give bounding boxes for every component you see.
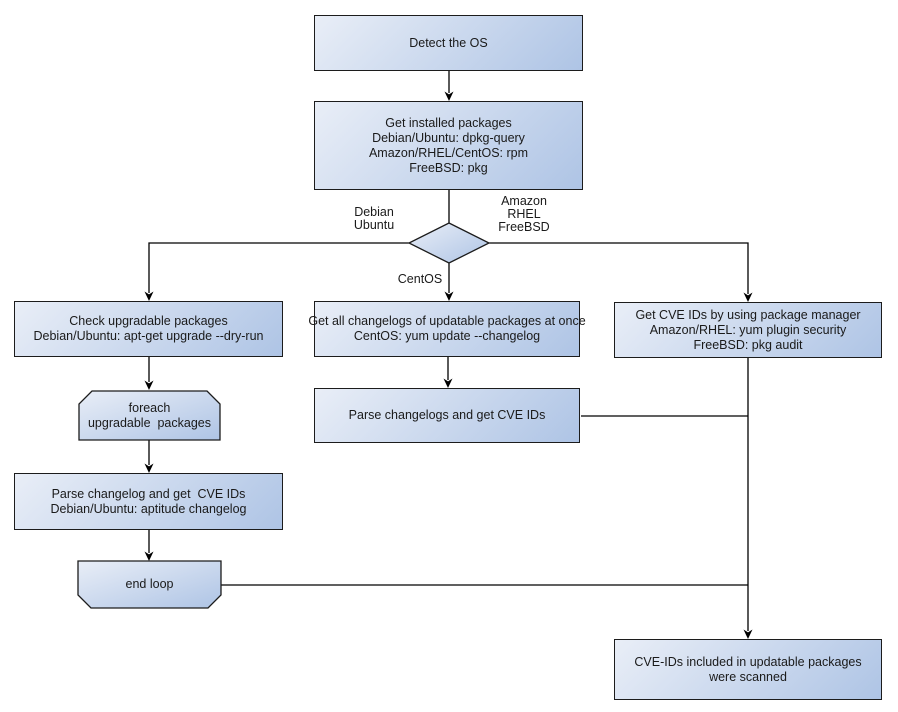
connector-decision-to-get-cve (489, 242, 749, 294)
edge-label-line: Amazon (501, 194, 547, 208)
end-loop-label: end loop (78, 561, 221, 608)
edge-label-line: FreeBSD (498, 220, 550, 234)
node-text-line: Debian/Ubuntu: aptitude changelog (50, 501, 247, 516)
node-text-line: Get installed packages (385, 115, 512, 130)
arrowhead-foreach-to-parse-left (144, 463, 154, 473)
foreach-loop-label: foreach upgradable packages (79, 391, 220, 440)
node-text-line: FreeBSD: pkg audit (693, 337, 803, 352)
connector-decision-to-check-upgradable (148, 242, 409, 293)
node-text-line: Amazon/RHEL/CentOS: rpm (368, 145, 529, 160)
node-text-line: Debian/Ubuntu: apt-get upgrade --dry-run (33, 329, 264, 343)
arrowhead-get-all-to-parse-mid (443, 378, 453, 388)
node-text-line: Get CVE IDs by using package manager (635, 307, 861, 322)
end-loop-shape (77, 560, 222, 609)
node-check-upgradable-packages: Check upgradable packages Debian/Ubuntu:… (14, 301, 283, 357)
arrowhead-check-to-foreach (144, 380, 154, 390)
node-text-line: Amazon/RHEL: yum plugin security (649, 322, 847, 337)
node-parse-changelogs-mid: Parse changelogs and get CVE IDs (314, 388, 580, 443)
node-get-cve-ids-pkg-manager: Get CVE IDs by using package manager Ama… (614, 302, 882, 358)
edge-label-centos: CentOS (397, 273, 443, 286)
arrowhead-decision-to-check-upgradable (144, 291, 154, 301)
arrowhead-detect-to-installed (444, 91, 454, 101)
edge-label-amazon-rhel-freebsd: Amazon RHEL FreeBSD (494, 195, 554, 234)
node-detect-os-text: Detect the OS (409, 35, 488, 50)
edge-label-line: RHEL (507, 207, 541, 221)
node-text-line: FreeBSD: pkg (409, 160, 488, 175)
node-get-installed-packages: Get installed packages Debian/Ubuntu: dp… (314, 101, 583, 190)
node-text-line: foreach (128, 400, 171, 415)
node-cve-ids-scanned: CVE-IDs included in updatable packages w… (614, 639, 882, 700)
edge-label-debian-ubuntu: Debian Ubuntu (344, 206, 404, 232)
node-get-all-changelogs: Get all changelogs of updatable packages… (308, 301, 586, 357)
node-parse-changelog-left: Parse changelog and get CVE IDs Debian/U… (14, 473, 283, 530)
arrowhead-decision-to-get-all-changelogs (444, 291, 454, 301)
edge-label-line: CentOS (397, 272, 443, 286)
node-text-line: Debian/Ubuntu: dpkg-query (372, 130, 525, 145)
edge-label-line: Debian (354, 205, 394, 219)
arrowhead-decision-to-get-cve (743, 292, 753, 302)
node-text-line: Parse changelogs and get CVE IDs (348, 408, 546, 422)
foreach-loop-shape (78, 390, 221, 441)
node-text-line: Parse changelog and get CVE IDs (51, 486, 246, 501)
node-text-line: CVE-IDs included in updatable packages (634, 654, 862, 669)
node-text-line: Get all changelogs of updatable packages… (308, 314, 586, 328)
edge-label-line: Ubuntu (353, 218, 395, 232)
node-text-line: end loop (125, 577, 174, 591)
arrowhead-get-cve-to-scanned (743, 629, 753, 639)
node-text-line: Check upgradable packages (69, 314, 228, 328)
decision-diamond-os (407, 222, 491, 264)
node-text-line: were scanned (709, 669, 787, 684)
node-text-line: upgradable packages (87, 415, 211, 430)
arrowhead-parse-left-to-end-loop (144, 551, 154, 561)
node-detect-os: Detect the OS (314, 15, 583, 71)
node-text-line: CentOS: yum update --changelog (353, 329, 541, 343)
